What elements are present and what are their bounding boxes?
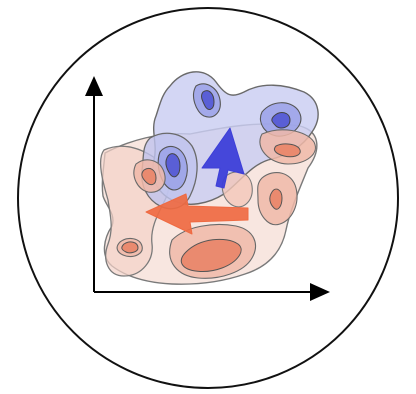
orange-core-far-left bbox=[122, 242, 138, 253]
